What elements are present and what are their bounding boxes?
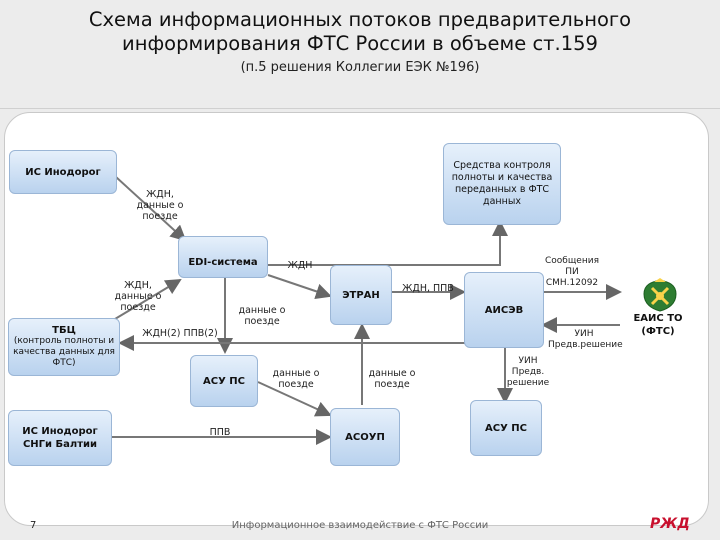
box-aisev: АИСЭВ — [464, 272, 544, 348]
arrow-edi-to-sredstva — [268, 220, 508, 266]
label-dannye-poezde-3: данные о поезде — [368, 368, 416, 390]
box-tbc-subtitle: (контроль полноты и качества данных для … — [13, 336, 115, 368]
label-dannye-poezde-1: данные о поезде — [238, 305, 286, 327]
header-bar: Схема информационных потоков предварител… — [0, 0, 720, 109]
box-asoup-label: АСОУП — [345, 431, 385, 443]
arrow-asu-ps-left-to-asoup — [257, 381, 332, 417]
label-zhdn-dannye-2: ЖДН, данные о поезде — [114, 280, 162, 313]
label-zhdn-ppv: ЖДН, ППВ — [402, 283, 454, 294]
label-zhdn-1: ЖДН — [287, 260, 313, 271]
box-edi-label: EDI-система — [188, 257, 258, 268]
box-is-inodorog: ИС Инодорог — [9, 150, 117, 194]
box-sredstva-label: Средства контроля полноты и качества пер… — [451, 160, 553, 207]
box-tbc: ТБЦ (контроль полноты и качества данных … — [8, 318, 120, 376]
rzd-logo: РЖД — [650, 516, 690, 532]
box-tbc-title: ТБЦ — [52, 325, 76, 336]
box-asu-ps-right: АСУ ПС — [470, 400, 542, 456]
arrow-tbc-to-edi — [109, 278, 182, 323]
label-soobshcheniya: Сообщения ПИ СМН.12092 — [544, 256, 599, 288]
arrow-inodorog-to-edi — [115, 176, 187, 242]
fts-emblem-icon — [643, 278, 677, 312]
box-etran: ЭТРАН — [330, 265, 392, 325]
box-asu-ps-left-label: АСУ ПС — [203, 375, 245, 387]
eais-to-label: ЕАИС ТО (ФТС) — [633, 313, 683, 337]
box-is-inodorog-sng: ИС Инодорог СНГи Балтии — [8, 410, 112, 466]
box-is-inodorog-sng-label: ИС Инодорог СНГи Балтии — [22, 426, 98, 450]
box-edi-system: EDI-система — [178, 236, 268, 278]
label-dannye-poezde-2: данные о поезде — [272, 368, 320, 390]
label-zhdn-pps: ЖДН(2) ППВ(2) — [142, 328, 218, 339]
box-asu-ps-right-label: АСУ ПС — [485, 422, 527, 434]
box-aisev-label: АИСЭВ — [484, 304, 524, 316]
label-uin-2: УИН Предв. решение — [506, 356, 550, 388]
box-is-inodorog-label: ИС Инодорог — [25, 166, 101, 178]
page-subtitle: (п.5 решения Коллегии ЕЭК №196) — [240, 60, 480, 75]
box-etran-label: ЭТРАН — [342, 289, 380, 301]
label-uin-1: УИН Предв.решение — [548, 329, 623, 350]
page-title: Схема информационных потоков предварител… — [88, 8, 632, 55]
arrow-edi-to-etran — [267, 274, 332, 300]
box-sredstva-kontrolya: Средства контроля полноты и качества пер… — [443, 143, 561, 225]
box-asu-ps-left: АСУ ПС — [190, 355, 258, 407]
label-ppv: ППВ — [209, 427, 231, 438]
footer-caption: Информационное взаимодействие с ФТС Росс… — [231, 520, 489, 531]
page-number: 7 — [30, 520, 37, 531]
box-asoup: АСОУП — [330, 408, 400, 466]
label-zhdn-dannye-1: ЖДН, данные о поезде — [136, 189, 184, 222]
